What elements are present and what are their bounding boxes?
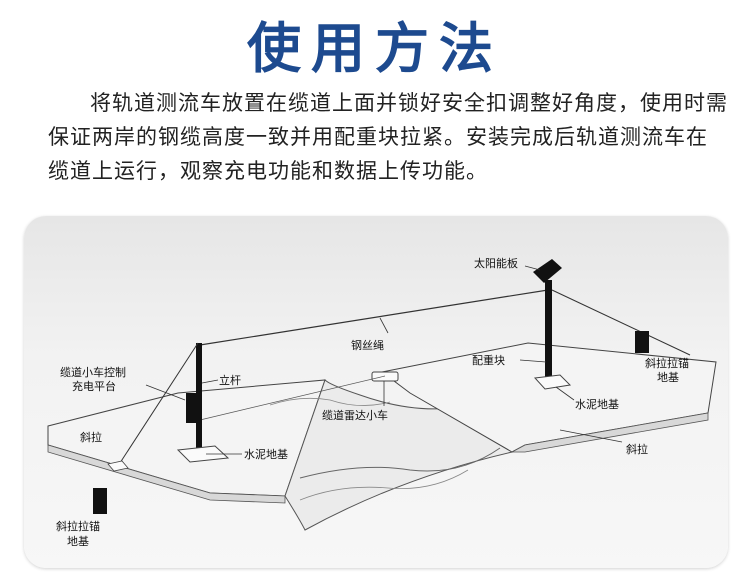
river-surface	[299, 447, 501, 479]
leader-control-platform	[145, 384, 186, 401]
left-bank-edge	[47, 444, 286, 504]
leader-concrete-right	[555, 386, 575, 401]
label-right-anchor-1: 斜拉拉锚	[645, 356, 689, 370]
label-pole: 立杆	[219, 373, 241, 387]
right-concrete-base	[533, 374, 572, 390]
left-guy-anchor	[107, 460, 129, 472]
leader-counterweight	[519, 359, 547, 363]
right-bank-edge	[511, 412, 709, 453]
label-control-platform-1: 缆道小车控制	[60, 365, 126, 379]
right-pole	[545, 280, 552, 382]
page-title: 使用方法	[247, 17, 503, 80]
leader-steel-cable	[379, 317, 389, 334]
right-guy-wire	[551, 289, 691, 356]
label-left-anchor-1: 斜拉拉锚	[56, 519, 100, 533]
radar-cart	[371, 371, 399, 382]
left-concrete-base	[176, 445, 230, 463]
label-control-platform-2: 充电平台	[72, 379, 116, 393]
label-steel-cable: 钢丝绳	[351, 338, 384, 352]
channel-bank-contour-right	[299, 469, 469, 501]
channel-bank-contour-left	[269, 397, 391, 406]
right-anchor-block	[635, 331, 649, 353]
steel-cable	[199, 289, 549, 346]
left-guy-wire	[117, 342, 199, 467]
solar-panel	[533, 259, 562, 283]
label-concrete-base-left: 水泥地基	[244, 448, 288, 461]
label-radar-cart: 缆道雷达小车	[322, 408, 388, 422]
left-pole	[196, 343, 202, 453]
left-anchor-block	[93, 488, 107, 514]
cable-sag	[199, 375, 386, 421]
control-charging-box	[186, 393, 198, 423]
label-counterweight: 配重块	[472, 353, 505, 367]
label-right-anchor-2: 地基	[657, 371, 679, 384]
leader-guy-right	[559, 429, 623, 443]
leader-pole	[201, 379, 219, 384]
label-left-anchor-2: 地基	[67, 535, 89, 548]
label-concrete-base-right: 水泥地基	[575, 398, 619, 411]
label-guy-right: 斜拉	[626, 442, 648, 456]
label-guy-left: 斜拉	[80, 430, 102, 444]
leader-solar-panel	[524, 265, 541, 271]
usage-description: 将轨道测流车放置在缆道上面并锁好安全扣调整好角度，使用时需保证两岸的钢缆高度一致…	[48, 91, 728, 183]
label-solar-panel: 太阳能板	[474, 256, 518, 270]
